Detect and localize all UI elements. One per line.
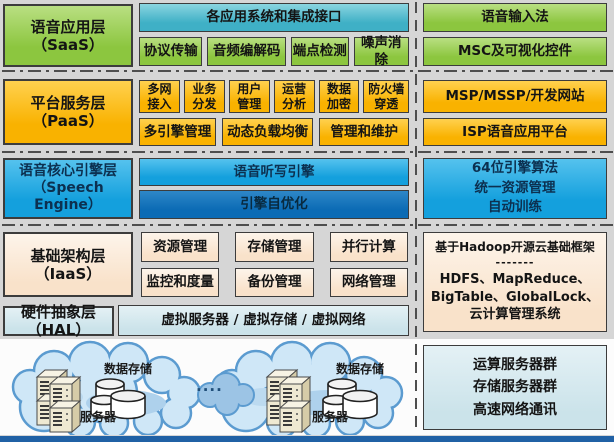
server-tower-icon-right (267, 370, 310, 432)
module-multi-engine-management: 多引擎管理 (139, 118, 216, 146)
module-msc-visual-controls: MSC及可视化控件 (423, 37, 607, 66)
column-divider (415, 2, 417, 434)
layer-divider-paas-engine (2, 151, 614, 153)
module-voice-input-method: 语音输入法 (423, 3, 607, 32)
module-monitoring-metering: 监控和度量 (141, 268, 220, 297)
module-isp-voice-app-platform: ISP语音应用平台 (423, 118, 607, 146)
module-app-systems-integration: 各应用系统和集成接口 (139, 3, 409, 32)
mini-cloud (197, 372, 255, 416)
layer-label-saas: 语音应用层（SaaS） (3, 4, 133, 67)
module-firewall-traversal: 防火墙 穿透 (363, 80, 410, 113)
module-engine-self-optimization: 引擎自优化 (139, 190, 409, 219)
server-label-right: 服务器 (312, 410, 349, 424)
module-noise-cancellation: 噪声消除 (353, 35, 409, 68)
storage-label-left: 数据存储 (104, 362, 153, 376)
ellipsis-more-nodes: ···· (196, 381, 223, 399)
paas-modules-row-1: 多网 接入 业务 分发 用户 管理 运营 分析 数据 加密 防火墙 穿透 (139, 80, 410, 113)
module-virtual-resources: 虚拟服务器 / 虚拟存储 / 虚拟网络 (118, 305, 409, 336)
hadoop-framework-title: 基于Hadoop开源云基础框架 (435, 239, 595, 254)
hadoop-divider: ------- (495, 256, 535, 270)
layer-label-iaas: 基础架构层（IaaS） (3, 232, 133, 297)
module-storage-management: 存储管理 (235, 232, 314, 262)
module-network-management: 网络管理 (329, 268, 408, 297)
server-tower-icon-left (37, 370, 80, 432)
module-protocol-transport: 协议传输 (139, 37, 203, 66)
layer-label-hal: 硬件抽象层（HAL） (3, 303, 114, 339)
module-user-management: 用户 管理 (228, 80, 270, 113)
module-operation-analysis: 运营 分析 (273, 80, 315, 113)
module-hadoop-cloud-framework: 基于Hadoop开源云基础框架 ------- HDFS、MapReduce、 … (423, 232, 607, 332)
layer-divider-engine-iaas (2, 224, 614, 226)
module-parallel-computing: 并行计算 (329, 232, 408, 262)
cloud-infrastructure-illustration (11, 340, 404, 435)
layer-divider-saas-paas (2, 70, 614, 72)
module-speech-dictation-engine: 语音听写引擎 (139, 158, 409, 186)
module-multi-network-access: 多网 接入 (139, 80, 180, 113)
module-data-encryption: 数据 加密 (318, 80, 360, 113)
module-audio-codec: 音频编解码 (207, 37, 287, 66)
module-service-dispatch: 业务 分发 (183, 80, 225, 113)
layer-label-speech-engine: 语音核心引擎层 （Speech Engine） (3, 158, 133, 219)
module-dynamic-load-balancing: 动态负载均衡 (221, 118, 314, 146)
module-backup-management: 备份管理 (235, 268, 314, 297)
server-label-left: 服务器 (80, 410, 117, 424)
module-management-maintenance: 管理和维护 (319, 118, 409, 146)
iaas-modules-row-1: 资源管理 存储管理 并行计算 (141, 232, 408, 262)
layer-label-paas: 平台服务层（PaaS） (3, 79, 133, 145)
module-server-clusters: 运算服务器群 存储服务器群 高速网络通讯 (423, 345, 607, 430)
module-resource-management: 资源管理 (141, 232, 220, 262)
bottom-border-line (0, 436, 614, 442)
module-msp-mssp-dev-site: MSP/MSSP/开发网站 (423, 80, 607, 113)
module-64bit-engine-algorithms: 64位引擎算法 统一资源管理 自动训练 (423, 158, 607, 219)
saas-modules-row: 协议传输 音频编解码 端点检测 噪声消除 (139, 35, 409, 68)
storage-label-right: 数据存储 (336, 362, 385, 376)
iaas-modules-row-2: 监控和度量 备份管理 网络管理 (141, 268, 408, 297)
paas-modules-row-2: 多引擎管理 动态负载均衡 管理和维护 (139, 118, 409, 146)
module-endpoint-detection: 端点检测 (291, 37, 349, 66)
hadoop-components-list: HDFS、MapReduce、 BigTable、GlobalLock、 云计算… (430, 272, 600, 323)
